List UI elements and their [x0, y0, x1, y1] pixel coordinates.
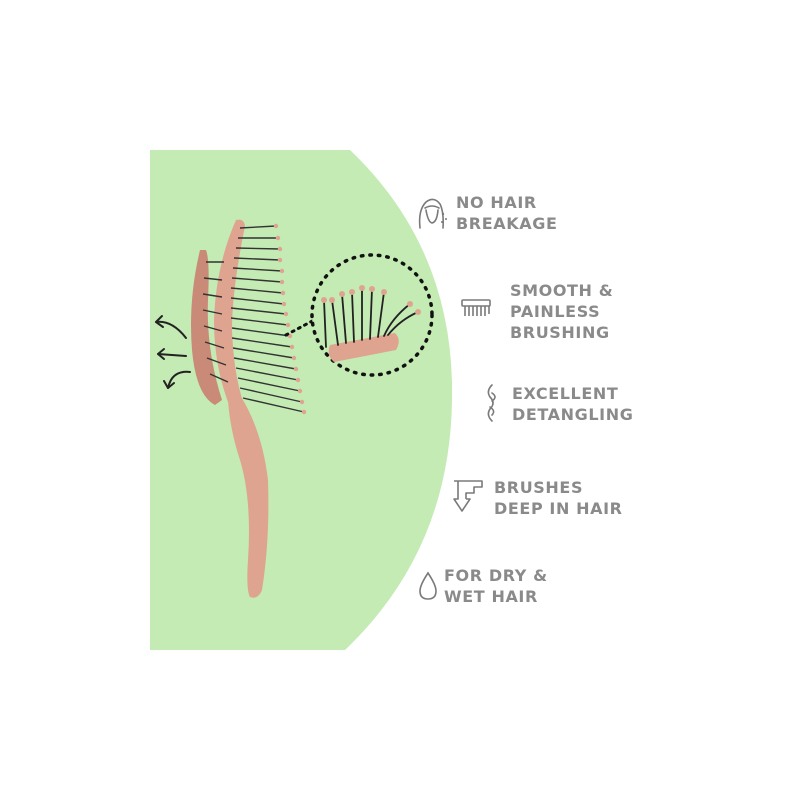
feature-excellent-detangling: EXCELLENT DETANGLING [476, 383, 633, 425]
deep-arrow-icon [453, 480, 483, 512]
feature-label: BRUSHES DEEP IN HAIR [494, 478, 623, 518]
flex-arrows [155, 315, 191, 389]
feature-label: NO HAIR BREAKAGE [456, 193, 558, 233]
magnifier-callout [284, 253, 434, 377]
feature-label: SMOOTH & PAINLESS BRUSHING [510, 281, 614, 342]
feature-smooth-painless: SMOOTH & PAINLESS BRUSHING [460, 280, 613, 343]
water-drop-icon [419, 571, 437, 600]
comb-icon [461, 299, 491, 316]
brush-handle [228, 395, 269, 598]
feature-brushes-deep: BRUSHES DEEP IN HAIR [452, 477, 623, 519]
bristle-tips [273, 223, 307, 415]
brush-back-paddle [191, 250, 222, 405]
feature-label: FOR DRY & WET HAIR [444, 566, 548, 606]
feature-no-hair-breakage: NO HAIR BREAKAGE [416, 192, 557, 234]
hair-face-icon [418, 198, 447, 229]
feature-label: EXCELLENT DETANGLING [512, 384, 634, 424]
strand-knot-icon [487, 384, 496, 422]
feature-dry-wet: FOR DRY & WET HAIR [412, 565, 548, 607]
brush-front-paddle [214, 219, 246, 415]
brush-bristles [202, 225, 305, 413]
